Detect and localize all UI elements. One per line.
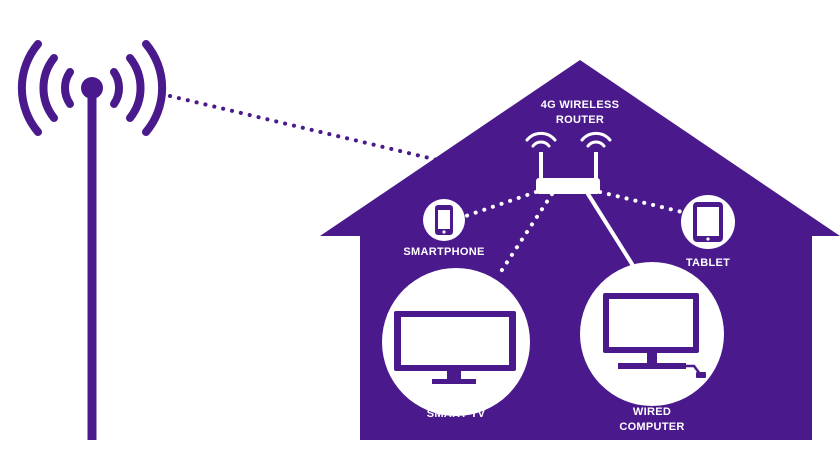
tablet-label: TABLET [685,257,731,269]
router-icon [525,131,612,194]
tv-icon [382,268,530,416]
router-label-line1: 4G WIRELESS [540,99,620,111]
router-label: 4G WIRELESS ROUTER [520,98,640,128]
wired-computer-label: WIRED COMPUTER [602,405,702,435]
cell-tower-icon [17,40,167,440]
tablet-icon [681,195,735,249]
signal-line [168,94,540,186]
router-label-line2: ROUTER [555,114,605,126]
connection-lines [458,190,684,278]
smartphone-icon [423,199,465,241]
computer-icon [580,262,724,406]
wired-label-line1: WIRED [632,406,672,418]
smartphone-label: SMARTPHONE [403,246,485,258]
wired-label-line2: COMPUTER [619,421,685,433]
smart-tv-label: SMART TV [426,408,486,420]
